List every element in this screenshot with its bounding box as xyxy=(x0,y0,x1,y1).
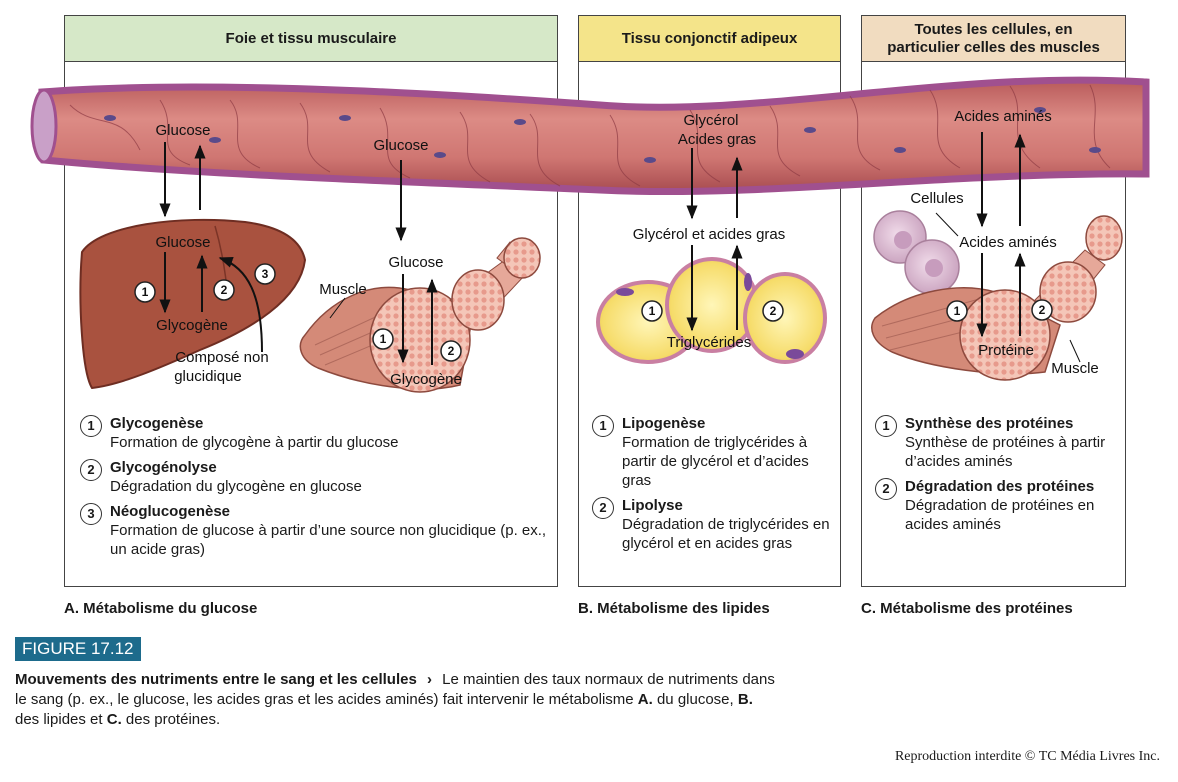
figure-ref-b: B. xyxy=(737,691,753,708)
step-markers xyxy=(134,263,1053,362)
legend-description: Dégradation de protéines en acides aminé… xyxy=(905,497,1095,533)
copyright-notice: Reproduction interdite © TC Média Livres… xyxy=(894,749,1160,764)
marker-a3: 3 xyxy=(262,267,269,281)
lipid-arrows xyxy=(686,148,743,332)
caption-proteins: C. Métabolisme des protéines xyxy=(861,600,1073,617)
protein-arrows xyxy=(935,132,1081,363)
nutrient-diagram: 1 2 3 1 2 1 2 1 2 Glucose Glucose Glucos… xyxy=(30,76,1150,393)
figure-number-badge: FIGURE 17.12 xyxy=(15,637,141,661)
body-cells xyxy=(873,210,960,295)
legend-title: Lipolyse xyxy=(622,497,683,514)
legend-title: Glycogenèse xyxy=(110,415,204,432)
label-vessel-amino-acids: Acides aminés xyxy=(954,108,1052,125)
legend-number: 2 xyxy=(80,459,102,481)
figure-text-4: des protéines. xyxy=(121,711,221,728)
legend-number: 3 xyxy=(80,503,102,525)
legend-description: Formation de glycogène à partir du gluco… xyxy=(110,434,399,451)
label-vessel-glucose-1: Glucose xyxy=(155,122,210,139)
marker-b1: 1 xyxy=(649,304,656,318)
marker-a1: 1 xyxy=(142,285,149,299)
marker-b2: 2 xyxy=(770,304,777,318)
legend-title: Glycogénolyse xyxy=(110,459,217,476)
label-vessel-glucose-2: Glucose xyxy=(373,137,428,154)
legend-description: Dégradation du glycogène en glucose xyxy=(110,478,362,495)
marker-a2-muscle: 2 xyxy=(448,344,455,358)
figure-text-3: des lipides et xyxy=(15,711,107,728)
legend-description: Formation de glucose à partir d’une sour… xyxy=(110,522,547,558)
legend-number: 1 xyxy=(875,415,897,437)
legend-description: Dégradation de triglycérides en glycérol… xyxy=(622,516,830,552)
legend-item-gluconeogenesis: 3 Néoglucogenèse Formation de glucose à … xyxy=(80,502,550,559)
legend-title: Dégradation des protéines xyxy=(905,478,1095,495)
legend-lipids: 1 Lipogenèse Formation de triglycérides … xyxy=(592,414,832,559)
label-triglycerides: Triglycérides xyxy=(667,334,751,351)
legend-title: Synthèse des protéines xyxy=(905,415,1074,432)
glucose-arrows xyxy=(159,142,438,365)
marker-a2: 2 xyxy=(221,283,228,297)
legend-glucose: 1 Glycogenèse Formation de glycogène à p… xyxy=(80,414,550,565)
muscle-leader-line xyxy=(329,297,346,319)
caption-lipids: B. Métabolisme des lipides xyxy=(578,600,770,617)
figure-ref-a: A. xyxy=(637,691,653,708)
panel-lipids-title: Tissu conjonctif adipeux xyxy=(621,29,798,47)
panel-glucose-header: Foie et tissu musculaire xyxy=(65,16,557,62)
legend-title: Néoglucogenèse xyxy=(110,503,231,520)
label-muscle-glucose: Glucose xyxy=(388,254,443,271)
label-muscle-a: Muscle xyxy=(319,281,367,298)
label-liver-glycogen: Glycogène xyxy=(156,317,228,334)
legend-item-lipogenesis: 1 Lipogenèse Formation de triglycérides … xyxy=(592,414,832,490)
legend-number: 2 xyxy=(875,478,897,500)
label-vessel-glycerol: Glycérol xyxy=(683,112,738,129)
panel-proteins-header: Toutes les cellules, en particulier cell… xyxy=(862,16,1125,62)
label-vessel-fatty-acids: Acides gras xyxy=(678,131,756,148)
label-protein: Protéine xyxy=(978,342,1034,359)
legend-number: 1 xyxy=(80,415,102,437)
legend-description: Formation de triglycérides à partir de g… xyxy=(622,434,809,489)
legend-number: 1 xyxy=(592,415,614,437)
marker-a1-muscle: 1 xyxy=(380,332,387,346)
legend-title: Lipogenèse xyxy=(622,415,706,432)
legend-number: 2 xyxy=(592,497,614,519)
label-noncarb-2: glucidique xyxy=(174,368,242,385)
figure-caption: Mouvements des nutriments entre le sang … xyxy=(15,670,775,730)
label-noncarb-1: Composé non xyxy=(175,349,268,366)
label-muscle-c: Muscle xyxy=(1051,360,1099,377)
figure-title-arrow: › xyxy=(426,671,432,688)
legend-item-protein-breakdown: 2 Dégradation des protéines Dégradation … xyxy=(875,477,1120,534)
marker-c2: 2 xyxy=(1039,303,1046,317)
legend-item-glycogenolysis: 2 Glycogénolyse Dégradation du glycogène… xyxy=(80,458,550,496)
figure-ref-c: C. xyxy=(106,711,122,728)
label-liver-glucose: Glucose xyxy=(155,234,210,251)
liver-illustration xyxy=(79,218,307,390)
figure-text-1: Le maintien des taux normaux de nutrimen… xyxy=(15,671,775,708)
label-glycerol-fatty-acids: Glycérol et acides gras xyxy=(633,226,786,243)
panel-proteins-title-line1: Toutes les cellules, en xyxy=(914,20,1073,38)
label-cells: Cellules xyxy=(910,190,963,207)
legend-item-lipolysis: 2 Lipolyse Dégradation de triglycérides … xyxy=(592,496,832,553)
marker-c1: 1 xyxy=(954,304,961,318)
legend-item-glycogenesis: 1 Glycogenèse Formation de glycogène à p… xyxy=(80,414,550,452)
figure-text-2: du glucose, xyxy=(652,691,738,708)
panel-lipids-header: Tissu conjonctif adipeux xyxy=(579,16,840,62)
label-amino-acids: Acides aminés xyxy=(959,234,1057,251)
panel-proteins-title-line2: particulier celles des muscles xyxy=(887,38,1100,56)
caption-glucose: A. Métabolisme du glucose xyxy=(64,600,258,617)
legend-proteins: 1 Synthèse des protéines Synthèse de pro… xyxy=(875,414,1120,540)
blood-vessel xyxy=(30,76,1150,196)
figure-title: Mouvements des nutriments entre le sang … xyxy=(15,671,417,688)
legend-item-protein-synthesis: 1 Synthèse des protéines Synthèse de pro… xyxy=(875,414,1120,471)
panel-glucose-title: Foie et tissu musculaire xyxy=(225,29,397,47)
legend-description: Synthèse de protéines à partir d’acides … xyxy=(905,434,1106,470)
label-muscle-glycogen: Glycogène xyxy=(390,371,462,388)
